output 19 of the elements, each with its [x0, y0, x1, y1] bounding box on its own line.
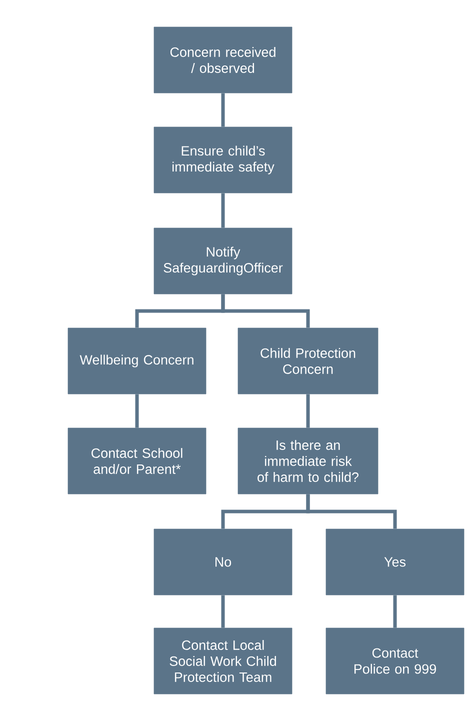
process-box: Notify SafeguardingOfficer: [154, 228, 292, 294]
process-box: Contact Police on 999: [326, 628, 464, 694]
process-box: Contact Local Social Work Child Protection Team: [154, 628, 292, 694]
connector-line: [135, 394, 139, 428]
connector-line: [221, 93, 225, 127]
process-box: Child Protection Concern: [238, 328, 378, 394]
connector-line: [306, 394, 310, 428]
process-box: No: [154, 528, 292, 596]
process-box: Contact School and/or Parent*: [68, 428, 206, 494]
connector-line: [221, 294, 310, 328]
connector-line: [393, 595, 397, 628]
process-box: Wellbeing Concern: [68, 328, 206, 394]
connector-line: [221, 193, 225, 228]
process-box: Yes: [326, 528, 464, 596]
process-box: Ensure child’s immediate safety: [154, 126, 292, 194]
process-box: Is there an immediate risk of harm to child?: [238, 428, 378, 494]
connector-line: [221, 595, 225, 628]
process-box: Concern received / observed: [154, 26, 292, 94]
connector-line: [306, 494, 397, 529]
